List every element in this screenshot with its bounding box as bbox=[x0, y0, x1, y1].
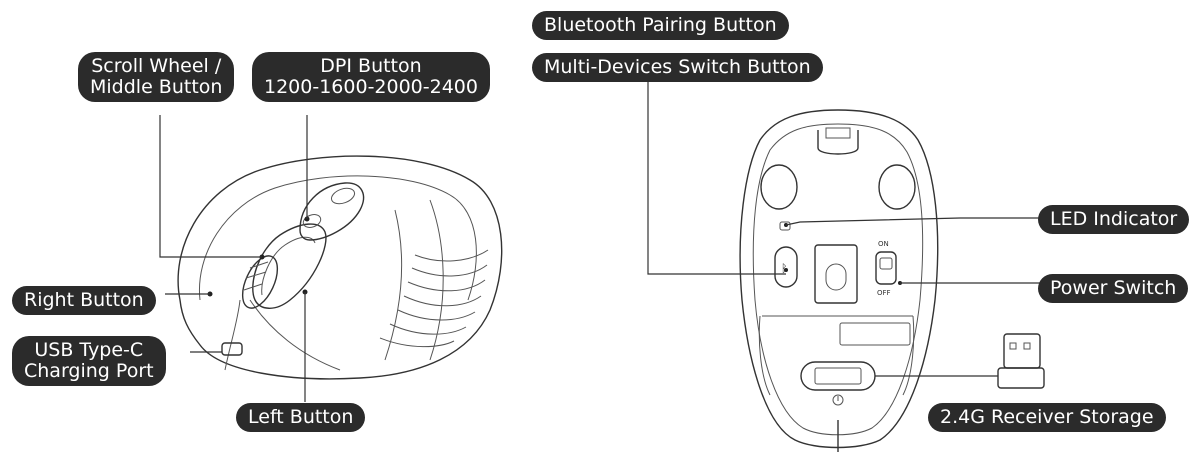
right-button-label: Right Button bbox=[12, 286, 156, 315]
dpi-button-label: DPI Button 1200-1600-2000-2400 bbox=[252, 52, 490, 102]
svg-text:ᛒ: ᛒ bbox=[781, 262, 788, 275]
power-switch-label: Power Switch bbox=[1038, 274, 1189, 303]
receiver-storage-label: 2.4G Receiver Storage bbox=[928, 403, 1166, 432]
mouse-top-view bbox=[177, 155, 503, 380]
usb-receiver-icon bbox=[997, 333, 1045, 389]
right-leaders bbox=[647, 82, 1042, 377]
mouse-bottom-view: ᛒ bbox=[739, 109, 939, 452]
left-button-label: Left Button bbox=[236, 403, 366, 432]
usb-c-label: USB Type-C Charging Port bbox=[12, 336, 166, 386]
scroll-wheel-label: Scroll Wheel / Middle Button bbox=[78, 52, 235, 102]
left-leaders bbox=[159, 115, 308, 402]
multi-devices-label: Multi-Devices Switch Button bbox=[532, 53, 823, 82]
bluetooth-pairing-label: Bluetooth Pairing Button bbox=[532, 11, 789, 40]
led-indicator-label: LED Indicator bbox=[1038, 205, 1190, 234]
switch-off-mark: OFF bbox=[877, 289, 891, 297]
switch-on-mark: ON bbox=[878, 240, 889, 248]
